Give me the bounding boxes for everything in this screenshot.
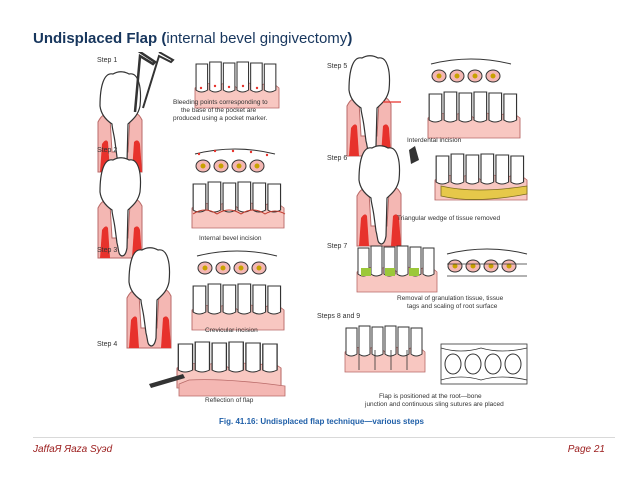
- step-4-caption: Reflection of flap: [205, 397, 254, 404]
- step-6-label: Step 6: [327, 155, 347, 162]
- step-6-caption: Triangular wedge of tissue removed: [397, 215, 500, 222]
- footer-page-number: Page 21: [567, 444, 605, 455]
- step-1-caption-line-3: produced using a pocket marker.: [173, 115, 267, 122]
- step-3-panel: Step 3 Crevicular incision: [97, 247, 285, 349]
- step-7-caption-line-2: tags and scaling of root surface: [407, 303, 498, 310]
- step-5-panel: Step 5 Interdental incision: [327, 55, 521, 157]
- footer-divider: [33, 437, 615, 438]
- step-1-label: Step 1: [97, 57, 117, 64]
- step-7-panel: Step 7 Removal of granulation tissue, ti…: [327, 243, 528, 310]
- step-5-label: Step 5: [327, 63, 347, 70]
- title-paren-close: ): [347, 30, 353, 47]
- figure-number: Fig. 41.16:: [219, 417, 258, 426]
- step-1-panel: Step 1 Bleeding points corresponding to …: [97, 52, 280, 173]
- step-2-caption: Internal bevel incision: [199, 235, 262, 242]
- step-3-caption: Crevicular incision: [205, 327, 258, 334]
- step-5-caption: Interdental incision: [407, 137, 462, 144]
- steps-8-9-panel: Steps 8 and 9 Flap is positioned at the …: [317, 313, 528, 408]
- figure-caption: Fig. 41.16: Undisplaced flap technique—v…: [219, 417, 424, 426]
- step-1-caption-line-1: Bleeding points corresponding to: [173, 99, 268, 106]
- step-7-label: Step 7: [327, 243, 347, 250]
- step-4-panel: Step 4 Reflection of flap: [97, 341, 286, 404]
- steps-8-9-caption-line-2: junction and continuous sling sutures ar…: [364, 401, 504, 408]
- step-2-label: Step 2: [97, 147, 117, 154]
- title-subtitle: internal bevel gingivectomy: [166, 30, 348, 47]
- title-bold: Undisplaced Flap: [33, 30, 158, 47]
- footer-author: JaffaЯ Яaza Syэd: [33, 444, 113, 455]
- step-3-label: Step 3: [97, 247, 117, 254]
- step-4-label: Step 4: [97, 341, 117, 348]
- steps-8-9-label: Steps 8 and 9: [317, 313, 360, 320]
- step-1-caption-line-2: the base of the pocket are: [181, 107, 257, 114]
- steps-8-9-caption-line-1: Flap is positioned at the root—bone: [379, 393, 482, 400]
- figure-illustration: Step 1 Bleeding points corresponding to …: [97, 52, 528, 426]
- figure-caption-text: Undisplaced flap technique—various steps: [258, 417, 424, 426]
- step-2-panel: Step 2 Internal bevel incision: [97, 147, 286, 259]
- step-7-caption-line-1: Removal of granulation tissue, tissue: [397, 295, 504, 302]
- step-6-panel: Step 6 Triangular wedge of tissue remove…: [327, 145, 528, 247]
- title-paren-open: (: [157, 30, 167, 47]
- page-title: Undisplaced Flap (internal bevel gingive…: [33, 30, 352, 47]
